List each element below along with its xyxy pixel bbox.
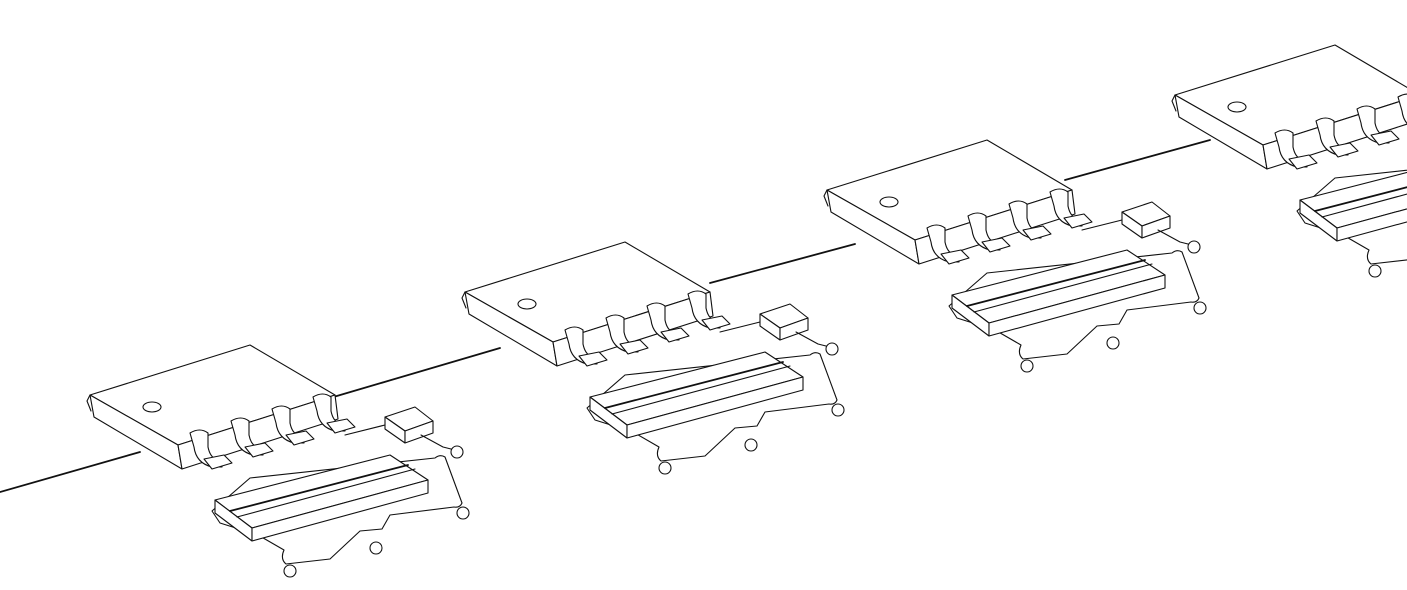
mount-hole [369, 541, 383, 555]
lead-foot [1370, 130, 1400, 146]
board-trace [0, 139, 1211, 493]
lead-body [1397, 93, 1407, 125]
ic-lead [1049, 188, 1093, 229]
chip-trace [344, 424, 386, 436]
ic-package [86, 344, 356, 470]
mount-hole [1106, 336, 1120, 350]
component-unit-4 [1171, 44, 1407, 278]
pin1-marker [1227, 101, 1247, 113]
lead-foot [660, 327, 690, 343]
chip-lead [795, 331, 827, 347]
ic-notch [823, 189, 829, 207]
ic-lead [312, 393, 356, 434]
ic-lead [230, 417, 274, 458]
chip-side-face [626, 376, 804, 439]
ic-lead [967, 212, 1011, 253]
lead-foot [203, 454, 233, 470]
pin1-marker [879, 196, 899, 208]
component-unit-1 [86, 344, 470, 578]
chip-pad [948, 250, 1200, 360]
lead-foot [578, 351, 608, 367]
chip-ridge [604, 361, 784, 409]
chip-pad [1296, 169, 1407, 265]
chip-ridge [973, 263, 1153, 313]
pin1-marker [517, 298, 537, 310]
ic-lead [564, 326, 608, 367]
chip-pad [586, 352, 838, 462]
ic-notch [461, 291, 467, 309]
large-chip [586, 351, 845, 475]
chip-trace [1081, 219, 1123, 231]
chip-ridge [1321, 193, 1407, 218]
small-chip-side [1141, 215, 1171, 239]
chip-side-face [1336, 208, 1407, 242]
ic-lead [687, 290, 731, 331]
component-unit-3 [823, 139, 1207, 373]
lead-foot [1022, 225, 1052, 241]
chip-lead [1157, 229, 1189, 245]
component-units [86, 44, 1407, 578]
mount-hole [1368, 264, 1382, 278]
small-chip [1081, 201, 1201, 254]
chip-ridge [966, 259, 1146, 307]
chip-ridge [236, 468, 416, 518]
chip-ridge [229, 464, 409, 512]
pin1-marker [142, 401, 162, 413]
mount-hole [1187, 240, 1201, 254]
mount-hole [658, 461, 672, 475]
ic-lead [1008, 200, 1052, 241]
component-unit-2 [461, 241, 845, 475]
ic-lead [646, 302, 690, 343]
lead-foot [326, 418, 356, 434]
lead-foot [940, 249, 970, 265]
lead-foot [244, 442, 274, 458]
lead-foot [1329, 142, 1359, 158]
chip-ridge [611, 365, 791, 415]
lead-foot [701, 315, 731, 331]
ic-lead [271, 405, 315, 446]
mount-hole [1020, 359, 1034, 373]
lead-foot [1288, 154, 1318, 170]
mount-hole [450, 445, 464, 459]
mount-hole [283, 564, 297, 578]
small-chip-side [404, 420, 434, 444]
mount-hole [456, 506, 470, 520]
ic-lead [605, 314, 649, 355]
ic-lead [1315, 117, 1359, 158]
large-chip [948, 249, 1207, 373]
lead-foot [981, 237, 1011, 253]
lead-foot [285, 430, 315, 446]
small-chip-side [779, 317, 809, 341]
ic-notch [1171, 94, 1177, 112]
small-chip [344, 406, 464, 459]
small-chip [719, 303, 839, 356]
large-chip [211, 454, 470, 578]
lead-foot [1063, 213, 1093, 229]
large-chip [1296, 169, 1407, 278]
chip-side-face [251, 479, 429, 542]
ic-lead [926, 224, 970, 265]
mount-hole [1193, 301, 1207, 315]
ic-lead [189, 429, 233, 470]
chip-trace [719, 321, 761, 333]
ic-lead [1356, 105, 1400, 146]
chip-side-face [988, 274, 1166, 337]
ic-package [823, 139, 1093, 265]
chip-lead [420, 434, 452, 450]
ic-lead [1274, 129, 1318, 170]
mount-hole [744, 438, 758, 452]
chip-pad [211, 455, 463, 565]
ic-package [461, 241, 731, 367]
lead-foot [619, 339, 649, 355]
ic-package [1171, 44, 1407, 170]
chip-ridge [1314, 186, 1407, 212]
mount-hole [825, 342, 839, 356]
mount-hole [831, 403, 845, 417]
ic-lead [1397, 93, 1407, 125]
ic-notch [86, 394, 92, 412]
